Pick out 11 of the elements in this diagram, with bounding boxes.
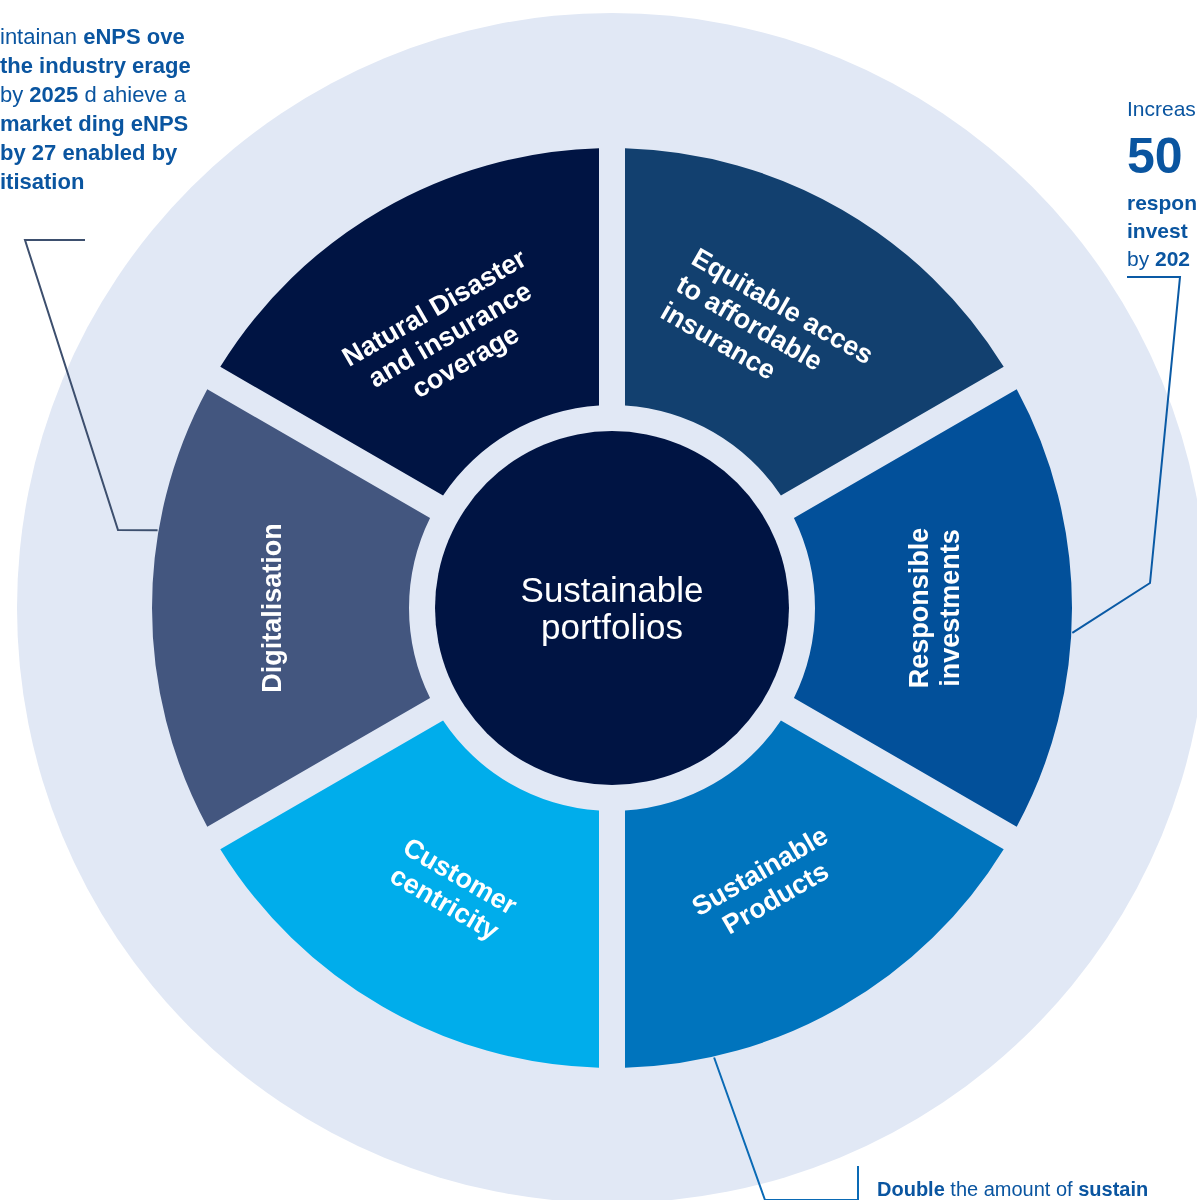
segment-label: Digitalisation <box>256 522 288 695</box>
leader-line <box>1071 276 1182 634</box>
center-label: Sustainable portfolios <box>519 571 705 645</box>
callout-text: intainan eNPS ove the industry erage by 2025 d ahieve a market ding eNPS by 27 enabled by itisation <box>0 23 192 196</box>
callout-text: Increas <box>1127 96 1197 122</box>
callout-text: 50 <box>1127 127 1184 186</box>
segment-label: Responsible investments <box>904 526 966 691</box>
leader-line <box>23 239 159 532</box>
callout-text: Double the amount of sustain <box>877 1177 1150 1200</box>
leader-line <box>713 1056 858 1200</box>
callout-text: respon invest by 202 <box>1127 190 1197 272</box>
